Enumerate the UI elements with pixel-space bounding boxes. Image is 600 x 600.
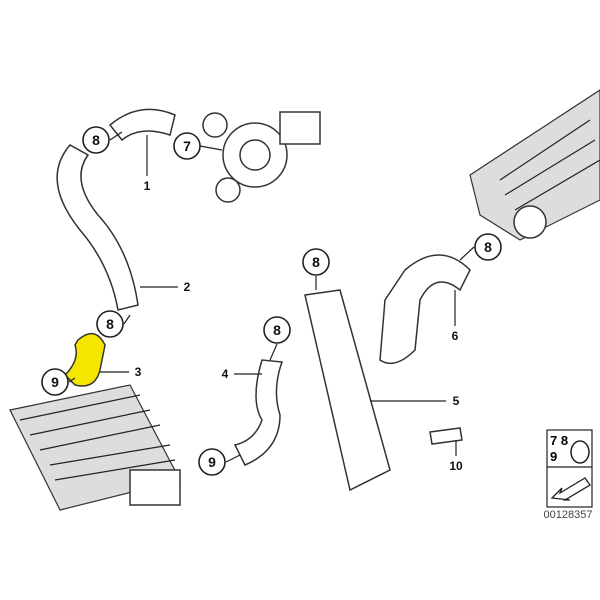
legend-numbers: 9 [550, 449, 557, 464]
turbocharger [202, 111, 321, 203]
legend-numbers: 7 8 [550, 433, 568, 448]
diagram-code: 00128357 [544, 509, 593, 521]
callout-7[interactable]: 7 [173, 132, 201, 160]
hose-clamp-icon [570, 440, 590, 464]
small-parts-legend: 7 8 9 00128357 [544, 429, 593, 521]
callout-9[interactable]: 9 [198, 448, 226, 476]
arrow-icon [550, 477, 591, 501]
hose-3-highlighted [63, 332, 106, 387]
part-label-2[interactable]: 2 [184, 280, 191, 294]
callout-8[interactable]: 8 [474, 233, 502, 261]
part-label-10[interactable]: 10 [449, 459, 463, 473]
svg-text:8: 8 [92, 132, 100, 148]
callout-8[interactable]: 8 [96, 310, 124, 338]
part-label-4[interactable]: 4 [222, 367, 229, 381]
svg-text:8: 8 [312, 254, 320, 270]
svg-text:9: 9 [208, 454, 216, 470]
svg-text:8: 8 [484, 239, 492, 255]
svg-text:9: 9 [51, 374, 59, 390]
callout-8[interactable]: 8 [82, 126, 110, 154]
part-label-6[interactable]: 6 [452, 329, 459, 343]
svg-text:8: 8 [106, 316, 114, 332]
callout-8[interactable]: 8 [302, 248, 330, 276]
intake-manifold [469, 89, 600, 241]
hose-2 [56, 144, 139, 311]
part-label-5[interactable]: 5 [453, 394, 460, 408]
hose-6 [379, 254, 471, 365]
sensor-10 [429, 427, 463, 445]
pipe-5 [304, 289, 391, 492]
intercooler [9, 384, 181, 511]
hose-1 [108, 108, 176, 142]
hose-4 [233, 359, 284, 466]
part-label-1[interactable]: 1 [144, 179, 151, 193]
leader-lines [68, 131, 475, 463]
callout-9[interactable]: 9 [41, 368, 69, 396]
svg-text:8: 8 [273, 322, 281, 338]
svg-text:7: 7 [183, 138, 191, 154]
part-label-3[interactable]: 3 [135, 365, 142, 379]
callout-8[interactable]: 8 [263, 316, 291, 344]
